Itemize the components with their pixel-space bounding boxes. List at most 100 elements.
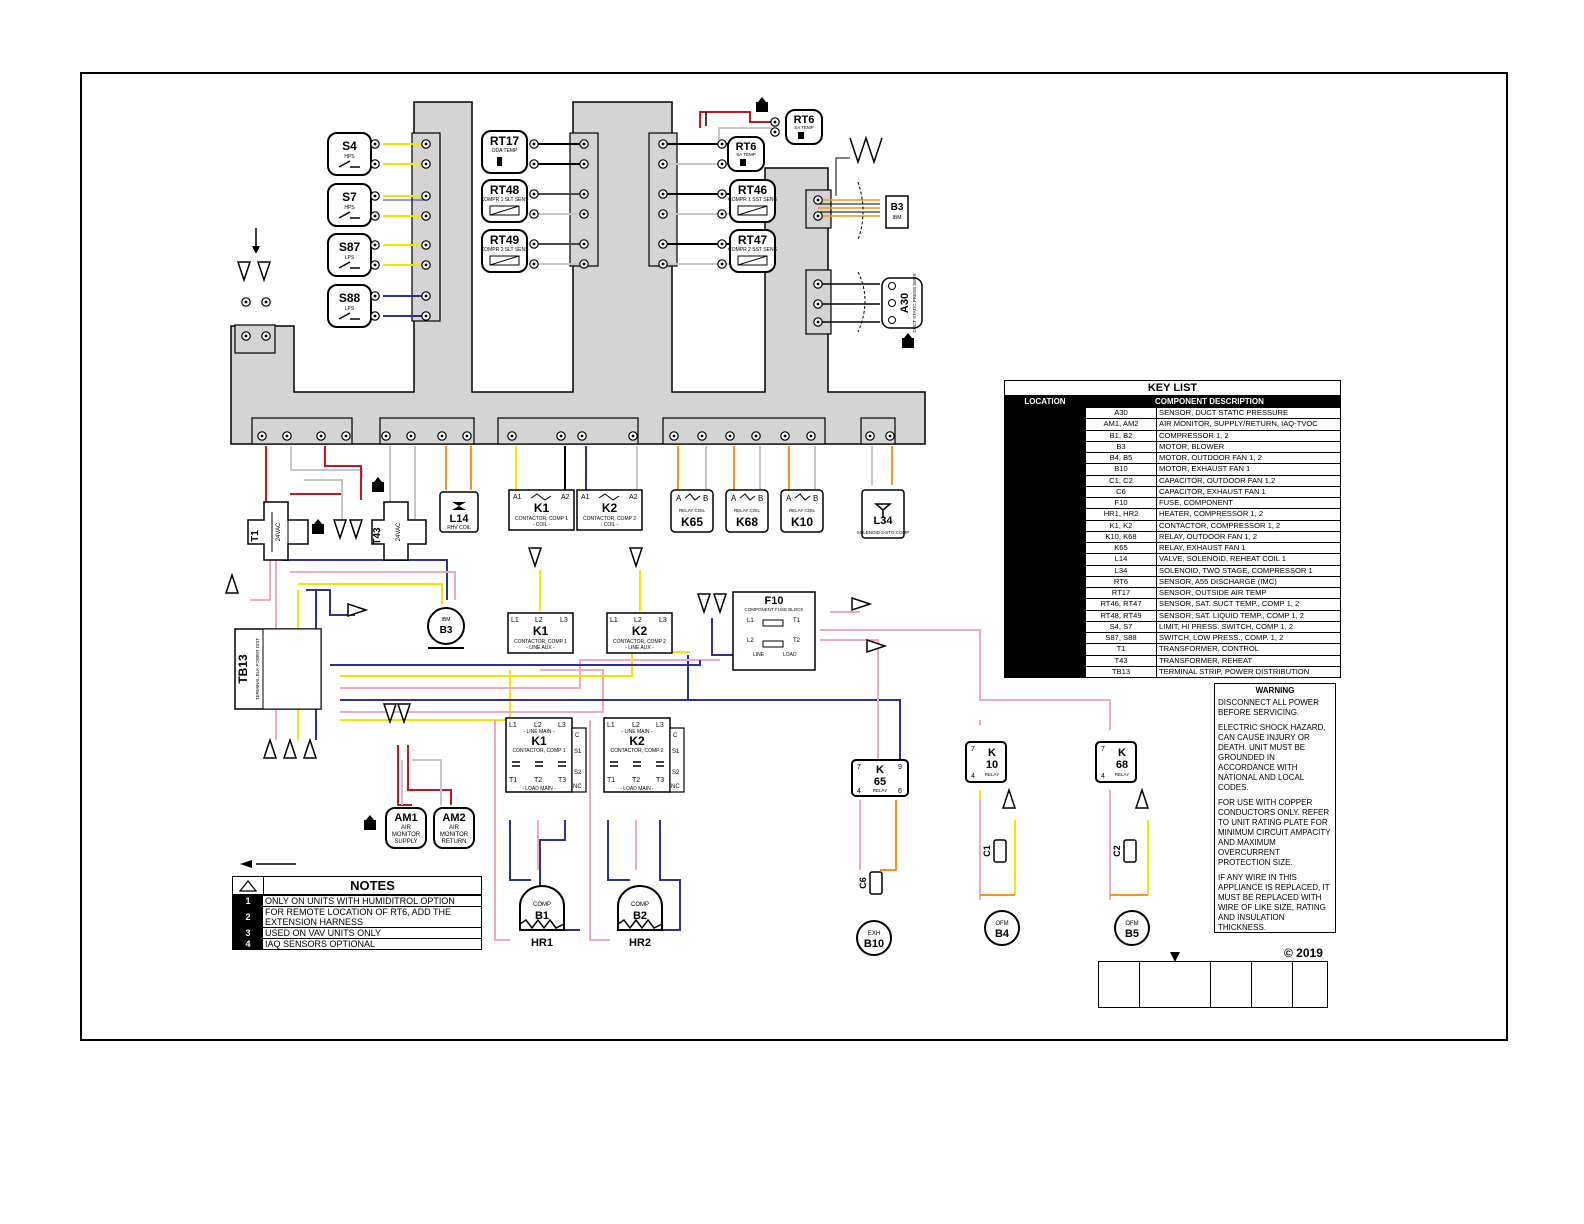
note-number: 4 xyxy=(233,939,263,949)
sensor-rt46: RT46 COMPR 1 SST SENS xyxy=(728,179,778,223)
svg-text:C6: C6 xyxy=(858,877,868,889)
svg-text:RELAY COIL: RELAY COIL xyxy=(789,508,816,513)
svg-text:IBM: IBM xyxy=(893,215,902,221)
svg-text:MONITOR: MONITOR xyxy=(440,832,469,838)
note-number: 3 xyxy=(233,928,263,938)
location-cell xyxy=(1005,531,1085,542)
svg-text:RETURN: RETURN xyxy=(442,839,467,845)
location-cell xyxy=(1005,498,1085,509)
notes-header: NOTES xyxy=(233,877,481,895)
blower-b3: IBM B3 xyxy=(427,607,465,649)
ground-icon xyxy=(849,135,883,165)
svg-text:RT49: RT49 xyxy=(490,233,520,247)
location-cell xyxy=(1005,453,1085,464)
svg-text:- LINE AUX -: - LINE AUX - xyxy=(625,645,654,651)
svg-text:DUCT STATIC PRESS SENS: DUCT STATIC PRESS SENS xyxy=(912,273,917,332)
svg-text:T3: T3 xyxy=(558,777,566,784)
location-cell xyxy=(1005,408,1085,419)
switch-sub: LPS xyxy=(345,306,355,312)
code-cell: B10 xyxy=(1085,464,1157,475)
svg-text:7: 7 xyxy=(1101,746,1105,753)
svg-text:EXH: EXH xyxy=(868,931,880,937)
svg-text:- LINE AUX -: - LINE AUX - xyxy=(526,645,555,651)
svg-text:K: K xyxy=(876,764,884,776)
svg-text:T1: T1 xyxy=(607,777,615,784)
location-cell xyxy=(1005,610,1085,621)
temperature-sensors-right: RT6 SA TEMP RT46 COMPR 1 SST SENS RT47 C… xyxy=(727,109,823,273)
location-cell xyxy=(1005,655,1085,666)
svg-text:B3: B3 xyxy=(440,625,453,636)
svg-text:7: 7 xyxy=(971,746,975,753)
svg-text:CONTACTOR, COMP 1: CONTACTOR, COMP 1 xyxy=(514,639,567,645)
svg-text:CONTACTOR, COMP 2: CONTACTOR, COMP 2 xyxy=(610,748,663,754)
svg-text:F10: F10 xyxy=(765,595,784,607)
code-cell: C6 xyxy=(1085,486,1157,497)
svg-text:T1: T1 xyxy=(250,530,261,542)
description-cell: SENSOR, SAT. SUCT TEMP., COMP 1, 2 xyxy=(1159,599,1300,609)
key-list-header: LOCATION COMPONENT DESCRIPTION xyxy=(1005,396,1340,407)
svg-text:RELAY COIL: RELAY COIL xyxy=(679,508,706,513)
svg-text:RT6: RT6 xyxy=(736,141,757,153)
contactor-main-k1: L1 L2 L3 - LINE MAIN - K1 CONTACTOR, COM… xyxy=(505,717,587,793)
switch-tag: S4 xyxy=(342,139,357,153)
note-number: 1 xyxy=(233,896,263,906)
description-cell: TERMINAL STRIP, POWER DISTRIBUTION xyxy=(1159,666,1310,676)
code-cell: T1 xyxy=(1085,644,1157,655)
svg-text:RELAY: RELAY xyxy=(1115,772,1129,777)
capacitor-c6: C6 xyxy=(858,871,883,895)
switch-sub: HPS xyxy=(344,205,355,211)
svg-text:OFM: OFM xyxy=(1125,921,1138,927)
switch-tag: S88 xyxy=(339,291,361,305)
code-cell: F10 xyxy=(1085,498,1157,509)
description-cell: COMPRESSOR 1, 2 xyxy=(1159,430,1229,440)
note-text: IAQ SENSORS OPTIONAL xyxy=(265,939,376,949)
warning-p2: ELECTRIC SHOCK HAZARD, CAN CAUSE INJURY … xyxy=(1218,723,1326,792)
svg-text:L2: L2 xyxy=(534,722,542,729)
description-cell: SENSOR, SAT. LIQUID TEMP., COMP 1, 2 xyxy=(1159,610,1305,620)
svg-text:B3: B3 xyxy=(891,202,904,213)
svg-text:K68: K68 xyxy=(736,515,758,529)
location-cell xyxy=(1005,475,1085,486)
note-text: USED ON VAV UNITS ONLY xyxy=(265,928,382,938)
location-cell xyxy=(1005,621,1085,632)
svg-text:6: 6 xyxy=(898,788,902,795)
svg-text:B5: B5 xyxy=(1125,928,1139,940)
svg-text:T1: T1 xyxy=(509,777,517,784)
sheet-border xyxy=(80,72,1508,1041)
location-cell xyxy=(1005,565,1085,576)
svg-text:- COIL -: - COIL - xyxy=(601,522,619,528)
contactor-coil-k1: A1 A2 K1 CONTACTOR, COMP 1 - COIL - xyxy=(508,489,575,531)
svg-text:L1: L1 xyxy=(509,722,517,729)
switch-s88: S88 LPS xyxy=(327,284,372,328)
svg-text:NC: NC xyxy=(573,784,582,790)
svg-text:IBM: IBM xyxy=(442,617,451,623)
description-cell: CONTACTOR, COMPRESSOR 1, 2 xyxy=(1159,520,1281,530)
svg-text:RT17: RT17 xyxy=(490,134,520,148)
blower-b3-top: B3 IBM xyxy=(885,195,909,229)
description-cell: MOTOR, OUTDOOR FAN 1, 2 xyxy=(1159,453,1262,462)
svg-text:S2: S2 xyxy=(672,770,680,776)
svg-text:K2: K2 xyxy=(632,624,648,638)
code-cell: C1, C2 xyxy=(1085,475,1157,486)
title-block xyxy=(1098,961,1328,1008)
location-cell xyxy=(1005,554,1085,565)
location-cell xyxy=(1005,441,1085,452)
sensor-rt6: RT6 SA TEMP xyxy=(727,136,765,172)
svg-text:SUPPLY: SUPPLY xyxy=(394,839,417,845)
warning-box: WARNING DISCONNECT ALL POWER BEFORE SERV… xyxy=(1214,683,1336,933)
svg-text:L3: L3 xyxy=(659,617,667,624)
svg-text:AM1: AM1 xyxy=(394,812,417,824)
svg-text:RT47: RT47 xyxy=(738,233,768,247)
svg-text:L2: L2 xyxy=(632,722,640,729)
shield-loop-icon xyxy=(857,181,866,333)
svg-text:COMPONENT FUSE BLOCK: COMPONENT FUSE BLOCK xyxy=(745,607,804,612)
svg-text:L3: L3 xyxy=(560,617,568,624)
svg-text:RT6: RT6 xyxy=(794,114,815,126)
